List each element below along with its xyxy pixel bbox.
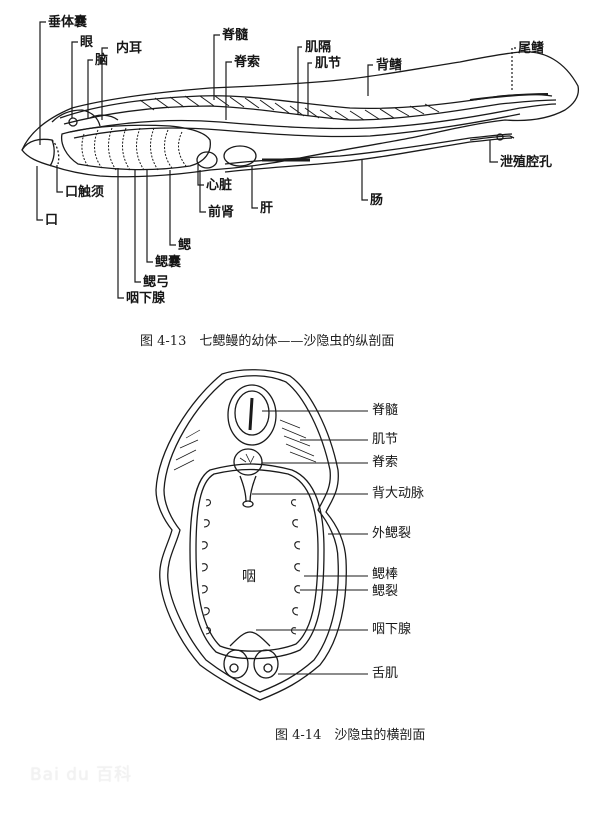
label-cs-external-gill-slit: 外鳃裂 (372, 526, 412, 541)
label-endostyle: 咽下腺 (126, 291, 166, 306)
label-mouth: 口 (45, 213, 59, 228)
label-intestine: 肠 (370, 193, 384, 208)
label-dorsal-fin: 背鳍 (376, 58, 403, 73)
figure-4-14-caption: 图 4-14 沙隐虫的横剖面 (275, 728, 426, 743)
label-gill-pouch: 鳃囊 (155, 255, 182, 270)
label-eye: 眼 (80, 35, 94, 50)
label-cs-gill-slit: 鳃裂 (372, 584, 399, 599)
label-gill: 鳃 (178, 238, 192, 253)
label-inner-ear: 内耳 (116, 41, 143, 56)
label-cs-endostyle: 咽下腺 (372, 622, 412, 637)
label-tail-fin: 尾鳍 (518, 41, 545, 56)
label-spinal-cord: 脊髓 (222, 28, 249, 43)
label-pharynx: 咽 (242, 569, 256, 585)
label-cs-myomere: 肌节 (372, 432, 399, 447)
label-cs-gill-bar: 鳃棒 (372, 567, 399, 582)
label-cs-notochord: 脊索 (372, 455, 399, 470)
label-notochord: 脊索 (234, 55, 261, 70)
label-cloacal-pore: 泄殖腔孔 (500, 155, 553, 170)
label-heart: 心脏 (206, 178, 233, 193)
label-cs-tongue-muscle: 舌肌 (372, 666, 399, 681)
baidu-watermark: Bai du 百科 (30, 765, 133, 785)
label-myomere: 肌节 (315, 56, 342, 71)
label-gill-arch: 鳃弓 (143, 275, 170, 290)
label-brain: 脑 (95, 53, 109, 68)
figure-4-13-caption: 图 4-13 七鳃鳗的幼体——沙隐虫的纵剖面 (140, 334, 395, 349)
label-cs-spinal-cord: 脊髓 (372, 403, 399, 418)
label-pituitary-sac: 垂体囊 (48, 15, 88, 30)
label-liver: 肝 (260, 201, 274, 216)
label-oral-cirri: 口触须 (65, 185, 105, 200)
label-pronephros: 前肾 (208, 205, 235, 220)
label-cs-dorsal-aorta: 背大动脉 (372, 486, 425, 501)
label-myoseptum: 肌隔 (305, 40, 332, 55)
